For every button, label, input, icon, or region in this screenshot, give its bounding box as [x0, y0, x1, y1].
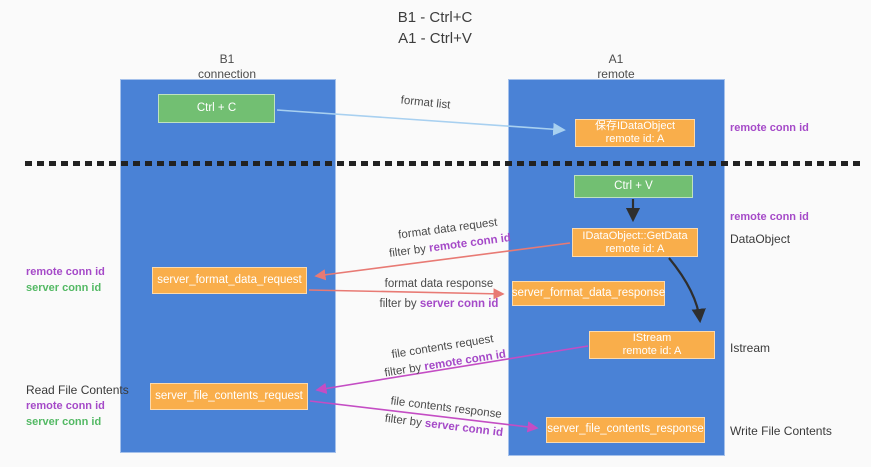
right-remote-conn-id-top: remote conn id	[730, 122, 809, 134]
left-column-header: B1 connection	[162, 52, 292, 82]
getdata-box: IDataObject::GetData remote id: A	[572, 228, 698, 257]
left-conn-id-group-bottom: Read File Contents remote conn id server…	[26, 382, 129, 430]
getdata-line2: remote id: A	[605, 242, 665, 255]
getdata-line1: IDataObject::GetData	[582, 229, 688, 242]
save-dataobject-box: 保存IDataObject remote id: A	[575, 119, 695, 147]
ctrl-v-box: Ctrl + V	[574, 175, 693, 198]
server-file-contents-request-box: server_file_contents_request	[150, 383, 308, 410]
server-format-data-response-label: server_format_data_response	[511, 286, 666, 299]
istream-box: IStream remote id: A	[589, 331, 715, 359]
read-file-contents-annotation: Read File Contents	[26, 383, 129, 397]
server-format-data-request-label: server_format_data_request	[157, 273, 302, 286]
server-format-data-response-box: server_format_data_response	[512, 281, 665, 306]
diagram-title: B1 - Ctrl+C A1 - Ctrl+V	[285, 7, 585, 49]
format-data-request-label: format data request filter by remote con…	[381, 213, 516, 264]
right-column-role: remote	[597, 67, 635, 81]
istream-line1: IStream	[632, 332, 672, 344]
title-line-1: B1 - Ctrl+C	[397, 9, 473, 26]
dashed-separator	[25, 161, 861, 166]
ctrl-c-box: Ctrl + C	[158, 94, 275, 123]
save-dataobject-line2: remote id: A	[605, 133, 665, 145]
left-remote-conn-id-bottom: remote conn id	[26, 400, 105, 412]
format-list-label: format list	[400, 94, 451, 112]
left-server-conn-id-bottom: server conn id	[26, 416, 102, 428]
istream-line2: remote id: A	[622, 345, 682, 357]
left-remote-conn-id-top: remote conn id	[26, 266, 105, 278]
file-contents-response-label: file contents response filter by server …	[373, 391, 516, 444]
left-column-role: connection	[197, 67, 257, 81]
server-file-contents-request-label: server_file_contents_request	[155, 389, 303, 402]
format-data-response-text: format data response	[384, 278, 494, 290]
title-line-2: A1 - Ctrl+V	[398, 30, 472, 47]
left-column-name: B1	[219, 52, 235, 66]
right-column-header: A1 remote	[551, 52, 681, 82]
ctrl-c-label: Ctrl + C	[196, 101, 237, 114]
ctrl-v-label: Ctrl + V	[614, 179, 653, 192]
right-remote-conn-id-mid: remote conn id	[730, 211, 809, 223]
format-data-response-filter: filter by server conn id	[379, 298, 499, 310]
istream-annotation: Istream	[730, 341, 771, 355]
format-data-response-label: format data response filter by server co…	[375, 274, 503, 314]
dataobject-annotation: DataObject	[730, 232, 791, 246]
save-dataobject-line1: 保存IDataObject	[594, 120, 676, 132]
write-file-contents-annotation: Write File Contents	[730, 424, 832, 438]
server-format-data-request-box: server_format_data_request	[152, 267, 307, 294]
left-conn-id-group-top: remote conn id server conn id	[26, 264, 105, 296]
server-file-contents-response-box: server_file_contents_response	[546, 417, 705, 443]
right-column-name: A1	[608, 52, 624, 66]
file-contents-request-label: file contents request filter by remote c…	[376, 329, 512, 383]
left-server-conn-id-top: server conn id	[26, 282, 102, 294]
server-file-contents-response-label: server_file_contents_response	[547, 423, 704, 436]
